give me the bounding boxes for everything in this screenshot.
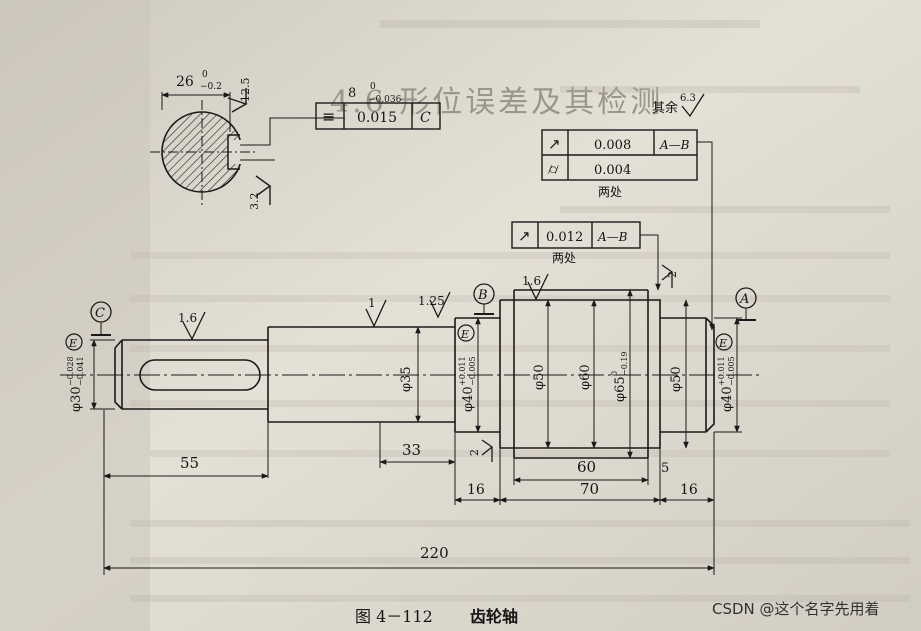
- keyway-section-view: 26 0 −0.2 8 0 −0.036 ≡ 0.015 C 12.5 3.2: [150, 70, 441, 211]
- roughness-marks: 1.6 1 1.25 1.6 2 2: [178, 264, 679, 462]
- runout-tolerance: 0.008: [594, 138, 631, 153]
- svg-text:+0.011: +0.011: [717, 356, 726, 386]
- svg-text:1.25: 1.25: [418, 294, 445, 308]
- fcf-mid-note: 两处: [552, 251, 576, 265]
- cylindricity-tolerance: 0.004: [594, 163, 631, 178]
- roughness-bottom: 3.2: [248, 193, 261, 211]
- mid-runout-tolerance: 0.012: [546, 230, 583, 245]
- envelope-left: E: [65, 333, 83, 351]
- svg-text:φ35: φ35: [399, 366, 414, 392]
- svg-text:1: 1: [368, 296, 376, 310]
- envelope-right: E: [715, 333, 733, 351]
- dim-d40-right: φ40 +0.011 −0.005: [714, 317, 742, 433]
- svg-text:−0.19: −0.19: [620, 351, 629, 376]
- len-55: 55: [180, 454, 199, 472]
- fcf-top-note: 两处: [598, 185, 622, 199]
- len-16-right: 16: [680, 482, 698, 498]
- svg-text:−0.041: −0.041: [76, 356, 85, 386]
- mid-runout-datum: A—B: [597, 230, 628, 244]
- dim-d60: φ60: [578, 299, 597, 449]
- svg-text:φ40: φ40: [461, 386, 476, 412]
- figure-title: 齿轮轴: [470, 607, 518, 626]
- len-33: 33: [402, 441, 421, 459]
- shaft-outline: [114, 289, 715, 459]
- svg-text:E: E: [718, 337, 727, 350]
- svg-text:2: 2: [666, 271, 679, 278]
- keyway-slot: [139, 359, 261, 391]
- len-60: 60: [577, 458, 596, 476]
- bleed-through-text: 4.6 形位误差及其检测: [130, 20, 910, 602]
- dim-d50-left: φ50: [532, 299, 551, 449]
- dim-d35: φ35: [399, 326, 421, 423]
- svg-text:0: 0: [610, 371, 619, 376]
- svg-text:φ50: φ50: [669, 366, 684, 392]
- key-width-lower: −0.036: [368, 95, 402, 105]
- fcf-top: ↗ 0.008 A—B ⌭ 0.004 两处: [541, 129, 715, 331]
- section-width: 26: [176, 74, 194, 90]
- svg-text:1.6: 1.6: [178, 311, 197, 325]
- runout-symbol: ↗: [548, 135, 561, 153]
- fcf-mid: ↗ 0.012 A—B 两处: [511, 221, 661, 291]
- roughness-rest: 其余 6.3: [652, 93, 705, 118]
- svg-text:φ50: φ50: [532, 364, 547, 390]
- roughness-side: 12.5: [239, 78, 252, 103]
- svg-text:+0.011: +0.011: [458, 356, 467, 386]
- dim-d30: φ30 −0.028 −0.041: [66, 339, 115, 412]
- len-16-left: 16: [467, 482, 485, 498]
- section-width-lower: −0.2: [200, 82, 222, 92]
- svg-text:φ65: φ65: [613, 376, 628, 402]
- envelope-mid: E: [457, 324, 475, 342]
- svg-text:C: C: [95, 306, 105, 321]
- length-dimensions: 55 33 60 5 16 70 16 220: [103, 410, 715, 575]
- dim-d50-right: φ50: [669, 299, 689, 449]
- svg-text:φ60: φ60: [578, 364, 593, 390]
- symmetry-datum: C: [420, 110, 431, 126]
- len-70: 70: [580, 480, 599, 498]
- dim-d65: φ65 0 −0.19: [610, 289, 633, 459]
- svg-text:E: E: [460, 328, 469, 341]
- runout-datum: A—B: [659, 138, 690, 152]
- len-220: 220: [420, 544, 449, 562]
- svg-text:φ30: φ30: [69, 386, 84, 412]
- section-width-upper: 0: [202, 70, 208, 80]
- watermark: CSDN @这个名字先用着: [712, 600, 880, 618]
- roughness-rest-label: 其余: [652, 100, 678, 116]
- svg-text:φ40: φ40: [720, 386, 735, 412]
- datum-b: B: [473, 283, 495, 315]
- key-width: 8: [348, 86, 356, 101]
- svg-text:1.6: 1.6: [522, 274, 541, 288]
- svg-text:−0.005: −0.005: [468, 356, 477, 386]
- figure-number: 图 4－112: [355, 607, 433, 626]
- svg-text:2: 2: [468, 449, 481, 456]
- roughness-rest-value: 6.3: [680, 93, 696, 104]
- symmetry-symbol: ≡: [322, 107, 335, 126]
- svg-text:−0.005: −0.005: [727, 356, 736, 386]
- svg-text:−0.028: −0.028: [66, 356, 75, 386]
- dim-d40-left: φ40 +0.011 −0.005: [458, 317, 481, 433]
- cylindricity-symbol: ⌭: [548, 160, 559, 178]
- svg-text:E: E: [68, 337, 77, 350]
- figure-caption: 图 4－112 齿轮轴: [355, 607, 518, 626]
- svg-text:B: B: [477, 288, 488, 303]
- datum-c: C: [90, 301, 112, 336]
- svg-text:A: A: [739, 292, 749, 307]
- len-5: 5: [661, 461, 669, 476]
- symmetry-tolerance: 0.015: [357, 110, 397, 126]
- mid-runout-symbol: ↗: [518, 227, 531, 245]
- key-width-upper: 0: [370, 82, 376, 92]
